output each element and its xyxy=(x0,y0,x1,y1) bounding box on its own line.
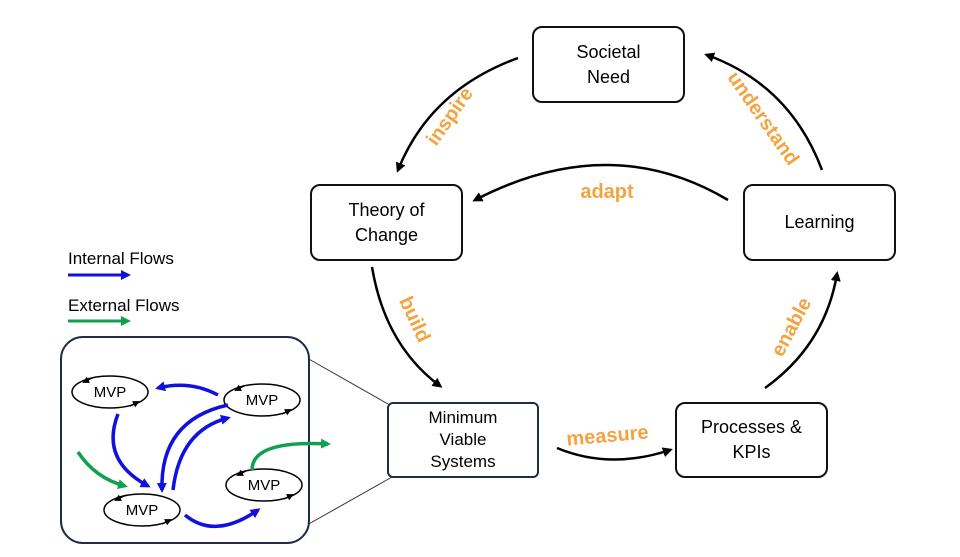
zoom-line-top xyxy=(306,357,389,405)
node-processes-kpis: Processes & KPIs xyxy=(675,402,828,478)
mvp-label-1: MVP xyxy=(94,384,127,401)
mvp-loop-4: MVP xyxy=(103,493,181,527)
mvp-label-4: MVP xyxy=(126,502,159,519)
arrow-understand xyxy=(704,52,824,171)
mvp-label-2: MVP xyxy=(246,392,279,409)
mvp-loop-1: MVP xyxy=(71,375,149,409)
arrow-adapt xyxy=(472,163,729,202)
label-enable: enable xyxy=(767,294,816,360)
node-societal-need: Societal Need xyxy=(532,26,685,103)
internal-flow-1 xyxy=(155,381,219,397)
legend-external-label: External Flows xyxy=(68,296,180,315)
node-learning: Learning xyxy=(743,184,896,261)
internal-flow-4 xyxy=(171,414,231,491)
arrow-inspire xyxy=(395,56,519,173)
arrow-build xyxy=(370,266,443,388)
label-understand: understand xyxy=(723,68,803,170)
mvp-inset-frame xyxy=(60,336,310,544)
internal-flow-5 xyxy=(183,508,261,528)
internal-flow-2 xyxy=(111,413,151,488)
node-theory-of-change: Theory of Change xyxy=(310,184,463,261)
internal-flow-3 xyxy=(156,403,229,493)
label-measure: measure xyxy=(566,421,650,450)
mvp-loop-3: MVP xyxy=(225,468,303,502)
external-flow-out xyxy=(250,438,331,471)
zoom-line-bottom xyxy=(306,476,393,526)
label-build: build xyxy=(394,293,434,346)
legend-internal-label: Internal Flows xyxy=(68,249,174,268)
mvp-label-3: MVP xyxy=(248,477,281,494)
node-minimum-viable-systems: Minimum Viable Systems xyxy=(387,402,539,478)
external-flow-in xyxy=(76,451,128,490)
arrow-enable xyxy=(764,271,841,390)
arrow-measure xyxy=(556,446,673,461)
label-adapt: adapt xyxy=(580,181,634,203)
mvp-loop-2: MVP xyxy=(223,383,301,417)
